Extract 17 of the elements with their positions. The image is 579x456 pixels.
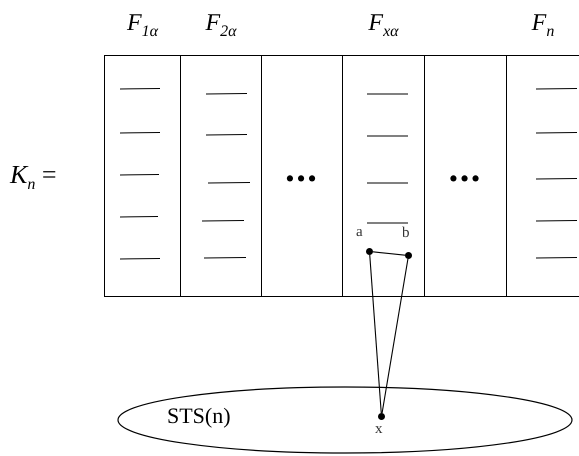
point-label: b xyxy=(402,225,410,242)
connector-line xyxy=(369,254,382,414)
ellipse xyxy=(117,386,573,454)
column-header: F$_{1α}$ xyxy=(126,10,160,41)
connector-line xyxy=(382,258,408,414)
point-label: x xyxy=(375,421,382,438)
equation-label: K$_{n}$ = xyxy=(10,160,57,194)
ellipse-label: STS(n) xyxy=(167,403,231,429)
ellipsis: ••• xyxy=(448,164,484,194)
table-column xyxy=(262,55,343,297)
column-header: F$_{xα}$ xyxy=(367,10,400,41)
ellipsis: ••• xyxy=(284,164,320,194)
connector-line xyxy=(372,251,406,256)
table-column xyxy=(425,55,507,297)
column-header: F$_{n}$ xyxy=(530,10,556,41)
point-label: a xyxy=(356,224,363,241)
column-header: F$_{2α}$ xyxy=(204,10,238,41)
